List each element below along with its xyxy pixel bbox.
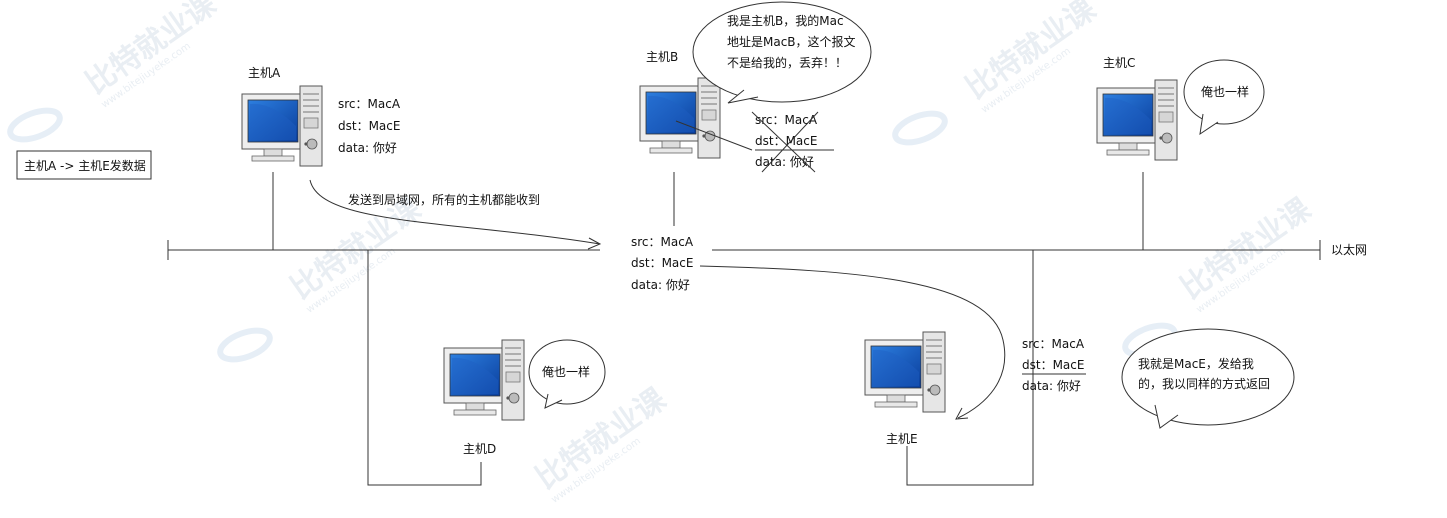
host-e-data: data: 你好 (1022, 379, 1081, 393)
host-a-dst: dst：MacE (338, 119, 400, 133)
title-box (16, 150, 152, 180)
speech-bubble-c: 俺也一样 (1183, 59, 1265, 136)
delivery-arrow (699, 265, 1006, 419)
title-text: 主机A -> 主机E发数据 (24, 158, 146, 173)
host-b-dst: dst：MacE (755, 134, 817, 148)
host-b-label: 主机B (646, 50, 678, 64)
host-d: 主机D (443, 339, 525, 456)
watermark-layer: 比特就业课 www.bitejiuyeke.com 比特就业课 www.bite… (7, 0, 1319, 506)
arrowhead-icon (587, 237, 602, 250)
host-c: 主机C (1096, 56, 1178, 161)
packet-data: data: 你好 (631, 278, 690, 292)
broadcast-arrow (309, 179, 601, 245)
host-e-dst: dst：MacE (1022, 358, 1084, 372)
bubble-e-line: 我就是MacE，发给我 (1138, 356, 1254, 371)
host-a-data: data: 你好 (338, 141, 397, 155)
network-label: 以太网 (1331, 242, 1367, 257)
computer-icon (864, 331, 946, 413)
central-packet: src：MacA dst：MacE data: 你好 (631, 235, 694, 292)
computer-icon (639, 77, 721, 159)
host-e: 主机E src：MacA dst：MacE data: 你好 (864, 331, 1086, 446)
packet-src: src：MacA (631, 235, 694, 249)
host-d-label: 主机D (463, 442, 496, 456)
watermark-brand: 比特就业课 (960, 0, 1104, 107)
bubble-c-text: 俺也一样 (1201, 84, 1249, 99)
speech-bubble-d: 俺也一样 (528, 339, 606, 409)
host-b: 主机B src：MacA dst：MacE data: 你好 (639, 50, 834, 173)
host-a: 主机A src：MacA dst：MacE data: 你好 (241, 66, 401, 167)
host-b-data: data: 你好 (755, 155, 814, 169)
bubble-b-line: 不是给我的，丢弃！！ (727, 55, 847, 70)
speech-bubble-b: 我是主机B，我的Mac 地址是MacB，这个报文 不是给我的，丢弃！！ (692, 1, 872, 104)
watermark-brand: 比特就业课 (285, 191, 429, 306)
host-e-src: src：MacA (1022, 337, 1085, 351)
broadcast-note: 发送到局域网，所有的主机都能收到 (348, 192, 540, 207)
packet-dst: dst：MacE (631, 256, 693, 270)
host-b-src: src：MacA (755, 113, 818, 127)
ethernet-bus (167, 172, 1321, 486)
watermark-brand: 比特就业课 (80, 0, 224, 102)
arrowhead-icon (955, 407, 969, 420)
computer-icon (443, 339, 525, 421)
host-a-src: src：MacA (338, 97, 401, 111)
computer-icon (1096, 79, 1178, 161)
bubble-e-line: 的，我以同样的方式返回 (1138, 376, 1270, 391)
bubble-d-text: 俺也一样 (542, 364, 590, 379)
host-e-label: 主机E (886, 432, 918, 446)
host-a-label: 主机A (248, 66, 281, 80)
computer-icon (241, 85, 323, 167)
host-c-label: 主机C (1103, 56, 1135, 70)
speech-bubble-e: 我就是MacE，发给我 的，我以同样的方式返回 (1121, 328, 1295, 429)
bubble-b-line: 地址是MacB，这个报文 (727, 34, 856, 49)
bubble-b-line: 我是主机B，我的Mac (727, 13, 844, 28)
watermark-brand: 比特就业课 (1175, 191, 1319, 306)
